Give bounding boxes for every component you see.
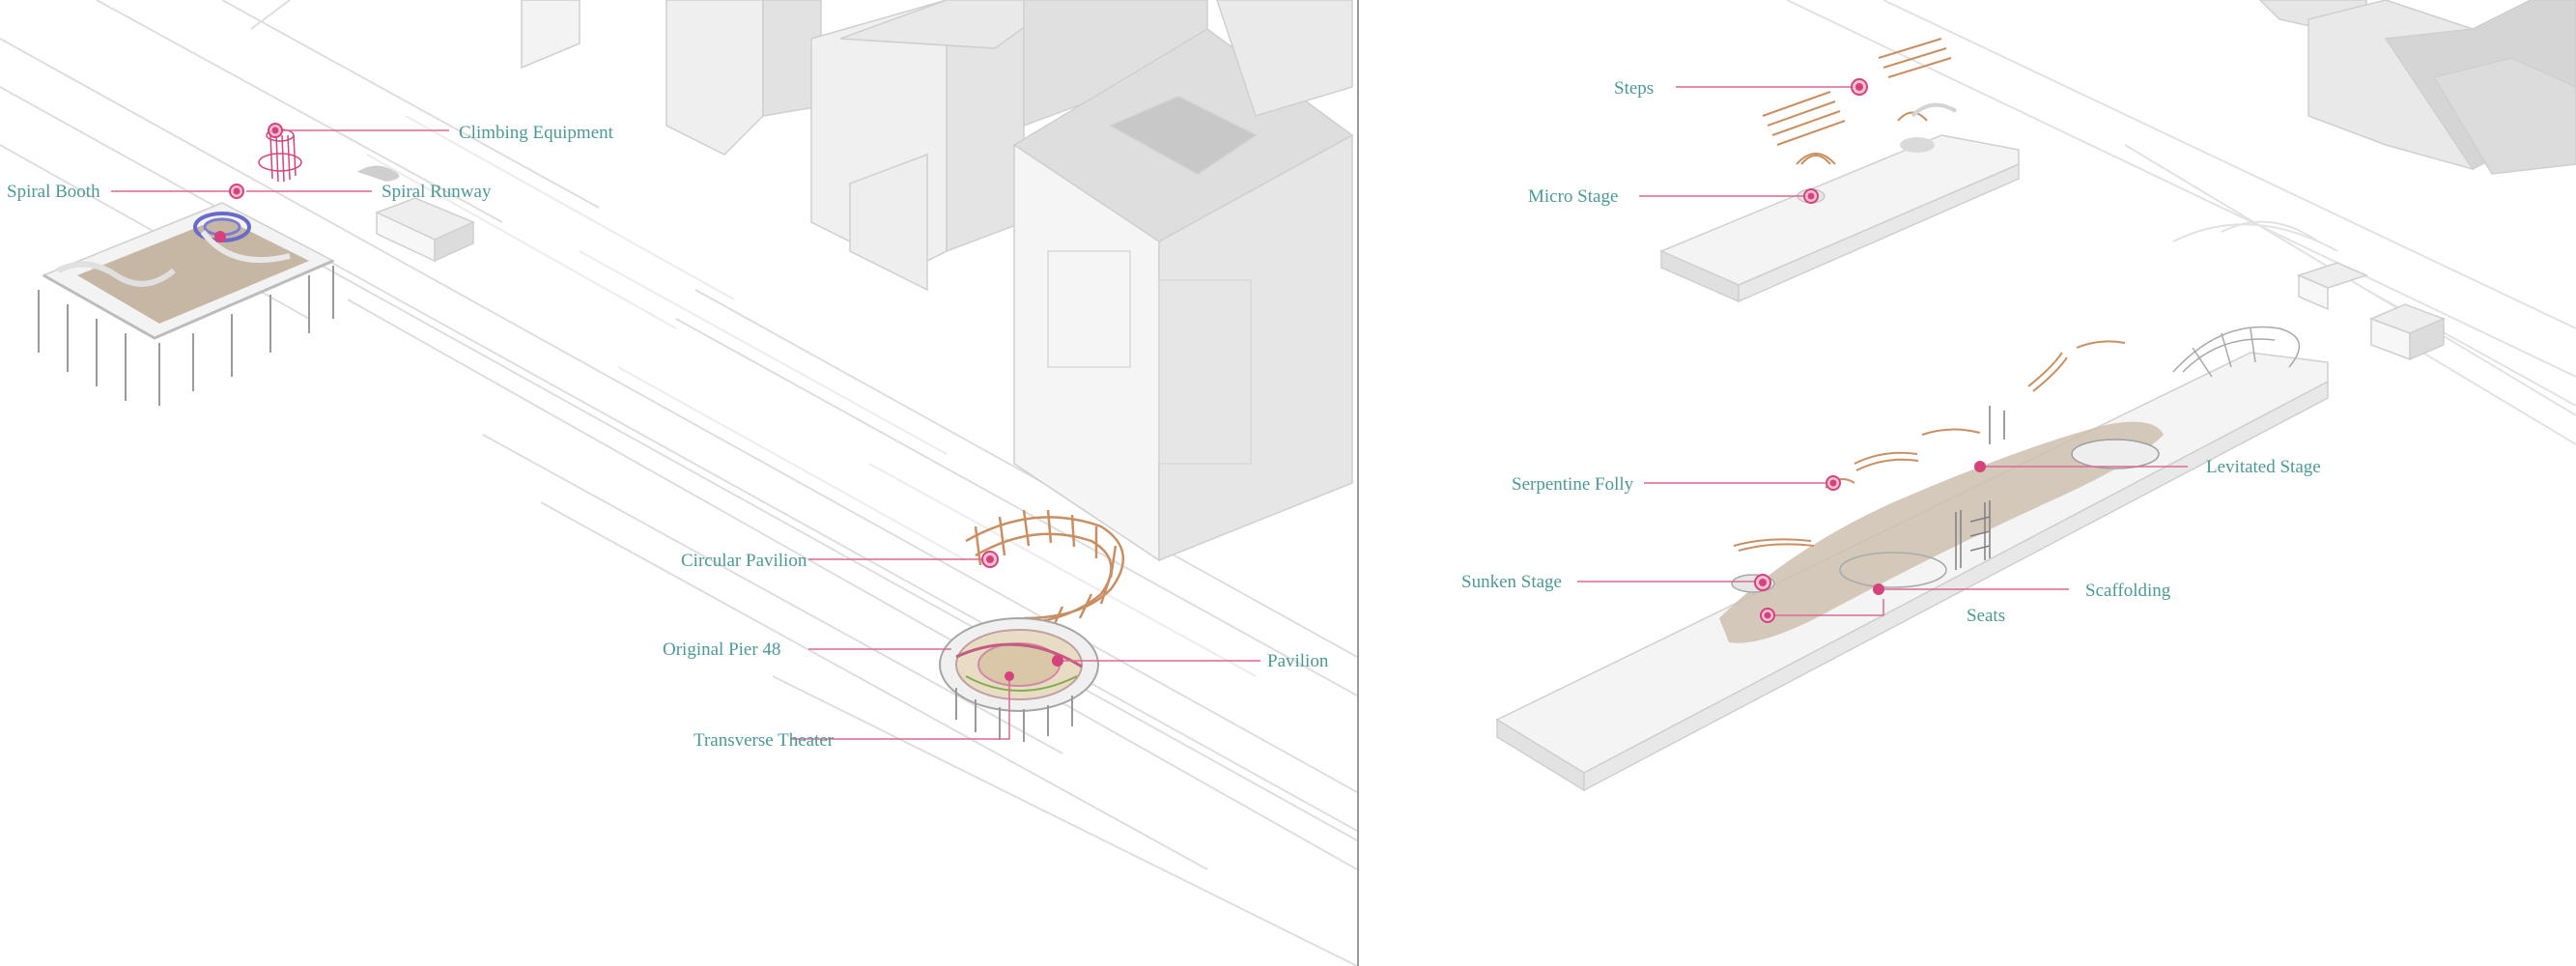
pier-48-assembly: [939, 509, 1125, 742]
building-block-2: [665, 0, 764, 156]
building-block-1: [521, 0, 580, 70]
upper-platform-top: [1659, 134, 2020, 286]
seats-ring: [1839, 552, 1947, 588]
right-panel: Steps Micro Stage Levitated Stage Serpen…: [1461, 0, 2576, 792]
small-box-r2-side: [2409, 317, 2445, 361]
label-circular-pavilion: Circular Pavilion: [681, 551, 807, 571]
building-r4: [2432, 57, 2576, 175]
label-steps: Steps: [1614, 78, 1654, 99]
small-box-r1-front: [2298, 273, 2329, 311]
left-markers: [214, 123, 1063, 681]
label-micro-stage: Micro Stage: [1528, 186, 1618, 207]
label-scaffolding: Scaffolding: [2085, 581, 2171, 601]
upper-platform: [1659, 38, 2020, 303]
long-pier-side: [1583, 380, 2329, 792]
right-leaders: [1577, 86, 2188, 616]
left-buildings: [375, 0, 1354, 562]
climbing-equipment-shape: [258, 128, 302, 183]
right-markers: [1754, 78, 1986, 623]
window-panel: [1047, 250, 1131, 368]
label-climbing-equipment: Climbing Equipment: [459, 123, 614, 143]
spiral-booth-platform: [38, 128, 400, 406]
canopy-shapes: [2172, 326, 2301, 378]
label-pavilion: Pavilion: [1267, 651, 1329, 671]
circular-pavilion-shape: [965, 509, 1125, 629]
platform-columns: [38, 266, 334, 406]
label-transverse-theater: Transverse Theater: [694, 730, 835, 751]
label-spiral-runway: Spiral Runway: [382, 182, 492, 202]
building-block-4: [839, 0, 1064, 49]
building-block-8: [1109, 96, 1258, 175]
platform-edge: [42, 259, 334, 340]
left-road-lines-faint: [366, 115, 1257, 677]
label-levitated-stage: Levitated Stage: [2206, 457, 2321, 477]
building-block-5: [849, 153, 928, 292]
left-panel: Climbing Equipment Spiral Booth Spiral R…: [0, 0, 1358, 966]
label-original-pier-48: Original Pier 48: [663, 639, 780, 660]
platform-deck: [77, 217, 309, 324]
scaffolding-shapes: [1955, 406, 2005, 570]
sand-deck: [1719, 421, 2164, 643]
runway-shadow: [357, 165, 400, 182]
window-panel-2: [1158, 279, 1252, 465]
label-sunken-stage: Sunken Stage: [1461, 572, 1562, 592]
steps-shapes: [1762, 38, 1952, 165]
right-buildings: [2258, 0, 2576, 361]
label-spiral-booth: Spiral Booth: [7, 182, 100, 202]
label-seats: Seats: [1967, 606, 2005, 626]
left-leaders: [111, 129, 1260, 740]
levitated-stage-shape: [2071, 439, 2160, 469]
serpentine-folly-shapes: [1733, 340, 2126, 552]
label-serpentine-folly: Serpentine Folly: [1512, 474, 1634, 495]
building-block-9: [1216, 0, 1353, 117]
small-kiosk-side: [434, 220, 474, 263]
pier-columns: [955, 688, 1073, 742]
main-long-pier: [1495, 326, 2329, 792]
